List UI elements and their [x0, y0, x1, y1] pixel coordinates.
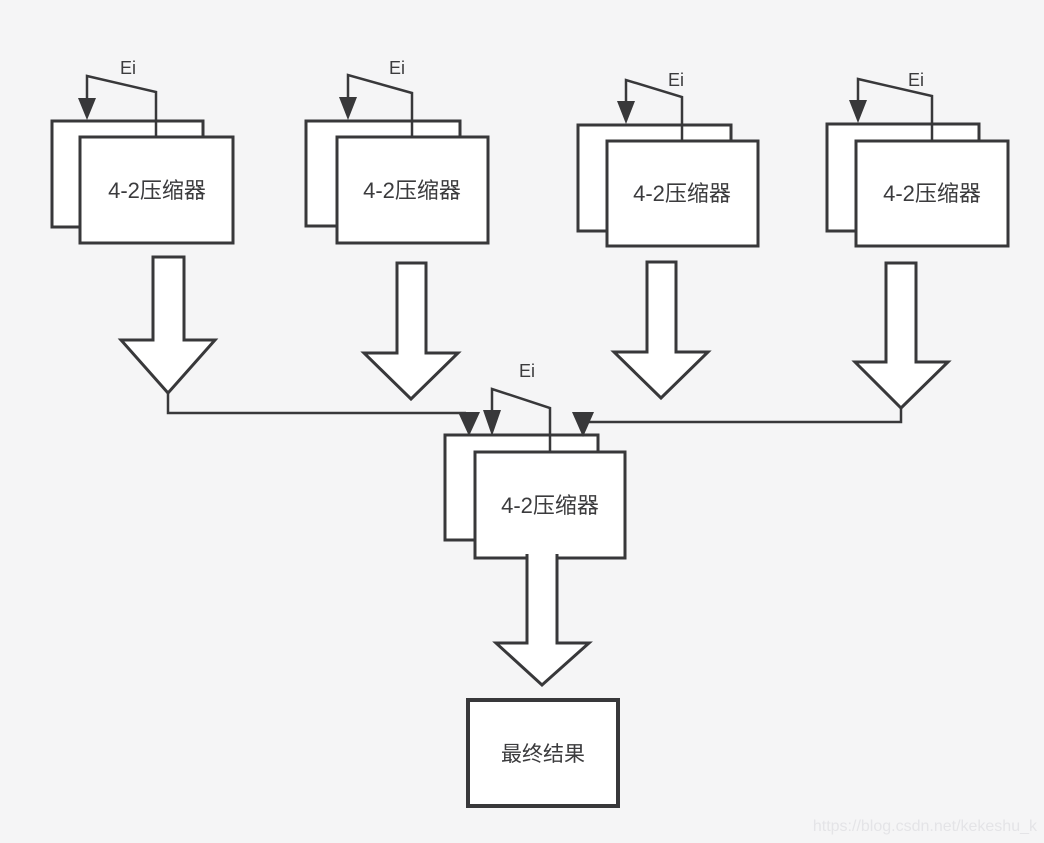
merge-arrowhead-right-icon — [572, 412, 594, 437]
merge-arrowhead-left-icon — [458, 412, 480, 436]
compressor-box-1 — [78, 135, 235, 245]
ei-label-1: Ei — [120, 58, 136, 78]
final-flow-block-arrow — [492, 554, 593, 688]
compressor-box-2 — [335, 135, 490, 245]
compressor-unit-center: 4-2压缩器 Ei — [443, 361, 627, 688]
compressor-unit-3: 4-2压缩器 Ei — [576, 70, 760, 401]
ei-label-center: Ei — [519, 361, 535, 381]
merge-connector-right — [588, 408, 903, 424]
ei-feedback-line-center — [490, 387, 552, 452]
ei-feedback-line-4 — [856, 77, 934, 141]
compressor-box-4 — [854, 139, 1010, 248]
compressor-box-center — [473, 450, 627, 560]
final-result-node: 最终结果 — [466, 698, 620, 808]
ei-arrowhead-icon-4 — [849, 100, 867, 123]
flow-block-arrow-4 — [851, 261, 952, 411]
ei-feedback-line-2 — [346, 73, 414, 137]
merge-connector-left — [166, 393, 466, 415]
final-result-box — [466, 698, 620, 808]
compressor-unit-1: 4-2压缩器 Ei — [50, 58, 235, 396]
compressor-unit-4: 4-2压缩器 Ei — [825, 70, 1010, 411]
compressor-label-3: 4-2压缩器 — [633, 181, 731, 206]
compressor-label-2: 4-2压缩器 — [363, 178, 461, 203]
ei-arrowhead-icon-1 — [78, 98, 96, 120]
ei-feedback-line-1 — [85, 74, 158, 137]
ei-label-2: Ei — [389, 58, 405, 78]
compressor-label-center: 4-2压缩器 — [501, 493, 599, 518]
flow-block-arrow-2 — [360, 261, 462, 402]
ei-arrowhead-icon-center — [483, 410, 501, 436]
compressor-label-1: 4-2压缩器 — [108, 178, 206, 203]
ei-arrowhead-icon-3 — [617, 101, 635, 124]
watermark-text: https://blog.csdn.net/kekeshu_k — [813, 818, 1038, 835]
ei-feedback-line-3 — [624, 78, 684, 141]
ei-label-4: Ei — [908, 70, 924, 90]
compressor-unit-2: 4-2压缩器 Ei — [304, 58, 490, 402]
flow-block-arrow-1 — [117, 255, 219, 396]
compressor-box-3 — [605, 139, 760, 248]
flow-block-arrow-3 — [610, 260, 712, 401]
ei-label-3: Ei — [668, 70, 684, 90]
ei-arrowhead-icon-2 — [339, 97, 357, 120]
compressor-label-4: 4-2压缩器 — [883, 181, 981, 206]
final-result-label: 最终结果 — [501, 743, 585, 766]
